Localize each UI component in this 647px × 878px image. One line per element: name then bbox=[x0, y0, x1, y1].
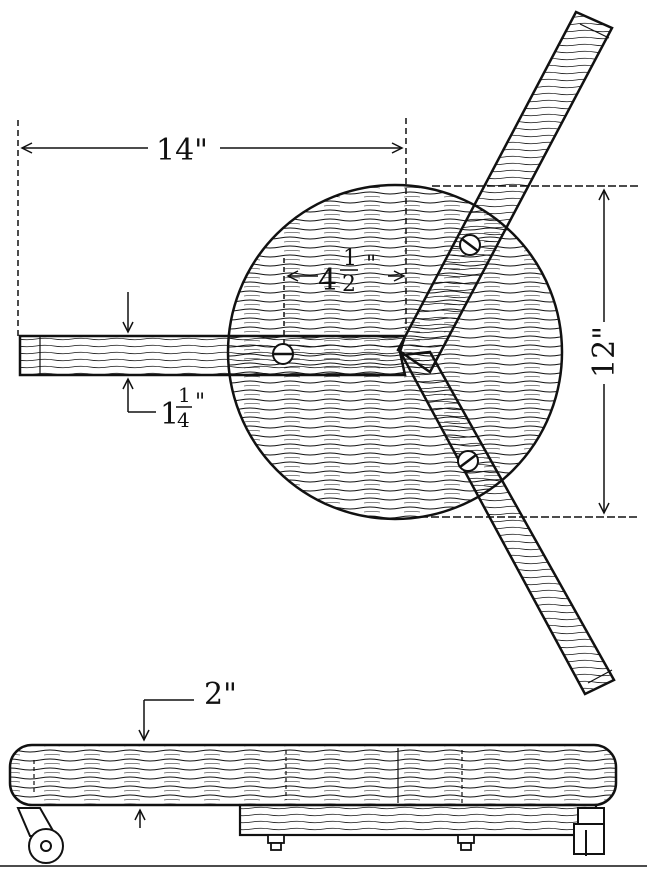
dimension-thickness-label: 2" bbox=[204, 677, 237, 712]
leg-side bbox=[238, 803, 598, 837]
side-view: 2" bbox=[0, 677, 647, 867]
screw-upper bbox=[459, 234, 481, 256]
screw-lower bbox=[457, 450, 479, 472]
caster-right bbox=[573, 807, 605, 856]
dimension-offset-numerator: 1 bbox=[343, 246, 357, 271]
base-slab bbox=[8, 743, 618, 807]
dimension-diameter-label: 12" bbox=[587, 326, 622, 378]
dimension-offset bbox=[283, 258, 406, 344]
dimension-width bbox=[122, 292, 192, 413]
dimension-offset-denominator: 2 bbox=[342, 272, 356, 297]
dimension-width-whole: 1 bbox=[160, 397, 179, 432]
bolt-right bbox=[457, 834, 475, 851]
dimension-width-unit: " bbox=[195, 390, 205, 415]
bolt-left bbox=[267, 834, 285, 851]
dimension-offset-whole: 4 bbox=[318, 263, 337, 298]
top-view: 14" 4 1 2 " 1 1 4 " bbox=[17, 10, 640, 696]
dimension-diameter bbox=[420, 185, 640, 518]
dimension-offset-unit: " bbox=[366, 252, 376, 277]
dimension-width-numerator: 1 bbox=[178, 383, 191, 407]
dimension-span bbox=[17, 118, 407, 338]
leg-lower-right bbox=[400, 350, 616, 696]
dimension-thickness bbox=[134, 699, 194, 828]
leg-left bbox=[18, 334, 407, 377]
screw-left bbox=[272, 343, 294, 365]
caster-left bbox=[16, 807, 64, 864]
dimension-span-label: 14" bbox=[156, 133, 208, 168]
dimension-width-denominator: 4 bbox=[177, 408, 190, 432]
